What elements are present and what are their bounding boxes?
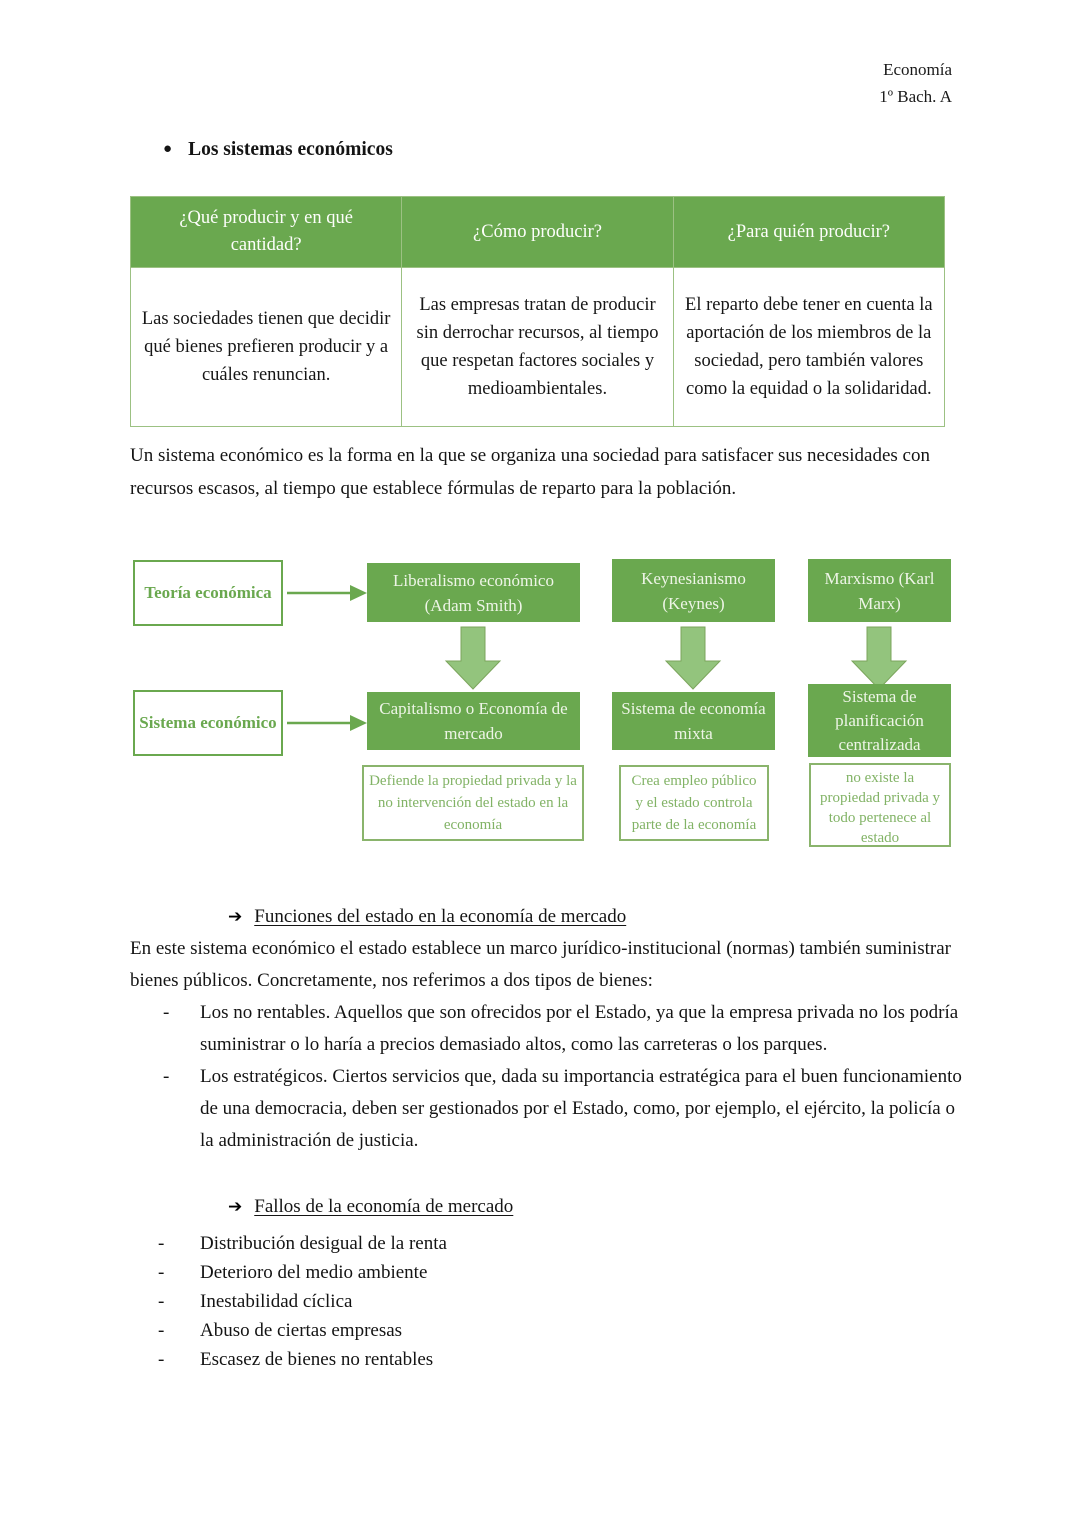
table-cell-que-producir: Las sociedades tienen que decidir qué bi… [129, 267, 403, 427]
arrow-sistema-to-capitalismo [287, 715, 367, 731]
arrow-teoria-to-liberalismo [287, 585, 367, 601]
list-item-text: Los no rentables. Aquellos que son ofrec… [200, 1002, 959, 1055]
list-item: - Escasez de bienes no rentables [130, 1345, 962, 1374]
liberalismo-box: Liberalismo económico (Adam Smith) [367, 563, 580, 622]
table-body-row: Las sociedades tienen que decidir qué bi… [129, 267, 946, 427]
dash-marker: - [158, 1233, 165, 1254]
down-arrow-liberalismo [444, 626, 502, 690]
section-heading-text: Fallos de la economía de mercado [254, 1196, 514, 1217]
arrow-bullet-icon: ➔ [228, 1197, 243, 1217]
list-item: - Deterioro del medio ambiente [130, 1258, 962, 1287]
capitalismo-box: Capitalismo o Economía de mercado [367, 692, 580, 750]
table-header-row: ¿Qué producir y en qué cantidad? ¿Cómo p… [129, 196, 946, 268]
bullet-icon: ● [163, 141, 173, 157]
list-item-text: Los estratégicos. Ciertos servicios que,… [200, 1066, 962, 1151]
down-arrow-keynesianismo [664, 626, 722, 690]
page-title: ● Los sistemas económicos [163, 139, 393, 161]
subject-label: Economía [883, 60, 952, 79]
teoria-economica-box: Teoría económica [133, 560, 283, 626]
dash-marker: - [163, 1002, 170, 1023]
list-item-text: Escasez de bienes no rentables [200, 1349, 434, 1370]
section-heading-text: Funciones del estado en la economía de m… [254, 906, 627, 927]
list-item-text: Abuso de ciertas empresas [200, 1320, 403, 1341]
list-item-text: Distribución desigual de la renta [200, 1233, 447, 1254]
page-title-text: Los sistemas económicos [188, 139, 393, 160]
arrow-bullet-icon: ➔ [228, 907, 243, 927]
list-item: - Distribución desigual de la renta [130, 1229, 962, 1258]
list-item: - Los estratégicos. Ciertos servicios qu… [130, 1061, 962, 1157]
capitalismo-description-box: Defiende la propiedad privada y la no in… [362, 765, 584, 841]
table-cell-como-producir: Las empresas tratan de producir sin derr… [401, 267, 674, 427]
dash-marker: - [158, 1262, 165, 1283]
questions-table: ¿Qué producir y en qué cantidad? ¿Cómo p… [129, 196, 946, 427]
table-header-que-producir: ¿Qué producir y en qué cantidad? [129, 196, 403, 268]
keynesianismo-box: Keynesianismo (Keynes) [612, 559, 775, 622]
table-cell-para-quien: El reparto debe tener en cuenta la aport… [672, 267, 946, 427]
economic-systems-diagram: Teoría económica Liberalismo económico (… [0, 545, 1080, 865]
section-heading-fallos: ➔ Fallos de la economía de mercado [130, 1192, 962, 1222]
section-heading-funciones: ➔ Funciones del estado en la economía de … [130, 901, 962, 933]
economia-mixta-box: Sistema de economía mixta [612, 692, 775, 750]
course-label: 1º Bach. A [879, 87, 952, 106]
document-header: Economía 1º Bach. A [879, 56, 952, 110]
list-item-text: Deterioro del medio ambiente [200, 1262, 428, 1283]
sistema-economico-box: Sistema económico [133, 690, 283, 756]
list-item: - Abuso de ciertas empresas [130, 1316, 962, 1345]
list-item-text: Inestabilidad cíclica [200, 1291, 353, 1312]
planificacion-centralizada-box: Sistema de planificación centralizada [808, 684, 951, 757]
dash-marker: - [163, 1066, 170, 1087]
dash-marker: - [158, 1349, 165, 1370]
list-item: - Los no rentables. Aquellos que son ofr… [130, 997, 962, 1061]
list-item: - Inestabilidad cíclica [130, 1287, 962, 1316]
intro-paragraph: Un sistema económico es la forma en la q… [130, 445, 930, 499]
section-paragraph: En este sistema económico el estado esta… [130, 938, 951, 991]
dash-marker: - [158, 1320, 165, 1341]
dash-marker: - [158, 1291, 165, 1312]
marxismo-box: Marxismo (Karl Marx) [808, 559, 951, 622]
section-funciones-estado: ➔ Funciones del estado en la economía de … [130, 901, 962, 1157]
section-fallos: ➔ Fallos de la economía de mercado - Dist… [130, 1192, 962, 1374]
economia-mixta-description-box: Crea empleo público y el estado controla… [619, 765, 769, 841]
planificacion-description-box: no existe la propiedad privada y todo pe… [809, 763, 951, 847]
table-header-para-quien: ¿Para quién producir? [672, 196, 946, 268]
down-arrow-marxismo [850, 626, 908, 690]
table-header-como-producir: ¿Cómo producir? [401, 196, 674, 268]
